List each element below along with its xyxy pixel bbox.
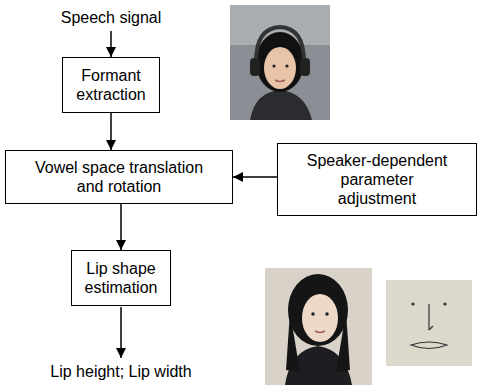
box-text: Vowel space translation and rotation xyxy=(29,158,209,196)
text-group: Vowel space translation and rotation xyxy=(29,158,209,196)
output-label: Lip height; Lip width xyxy=(50,362,191,381)
process-box: Vowel space translation and rotation xyxy=(5,150,233,204)
flow-arrow xyxy=(233,176,277,178)
box-text: Formant extraction xyxy=(69,66,154,104)
input-arrow xyxy=(110,31,112,57)
text-group: Lip shape estimation xyxy=(78,259,164,297)
flow-arrow xyxy=(120,204,122,250)
box-text: Speaker-dependent parameter adjustment xyxy=(305,151,450,209)
text-group: Formant extraction xyxy=(69,66,154,104)
face-sketch xyxy=(386,280,472,366)
speaker-photo xyxy=(230,5,330,120)
output-arrow xyxy=(120,307,122,358)
box-text: Lip shape estimation xyxy=(78,259,164,297)
process-box: Formant extraction xyxy=(62,57,160,113)
flow-arrow xyxy=(110,113,112,150)
text-group: Speaker-dependent parameter adjustment xyxy=(305,151,450,209)
process-box: Lip shape estimation xyxy=(71,250,171,306)
input-label: Speech signal xyxy=(61,8,162,27)
android-photo xyxy=(265,268,372,385)
parameter-box: Speaker-dependent parameter adjustment xyxy=(277,143,477,216)
